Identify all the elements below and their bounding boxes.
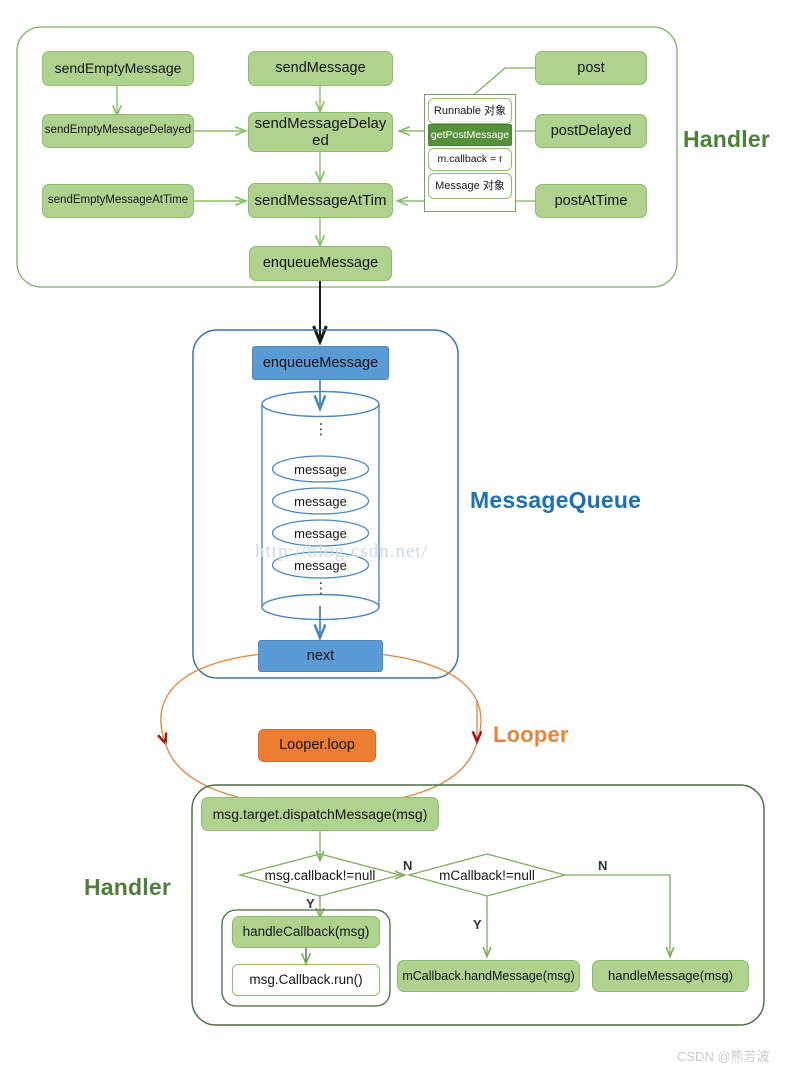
node-send-empty-message-delayed[interactable]: sendEmptyMessageDelayed bbox=[42, 114, 194, 148]
group-label-handler-top: Handler bbox=[683, 126, 770, 153]
branch-text: N bbox=[403, 858, 413, 873]
group-label-handler-bottom: Handler bbox=[84, 874, 171, 901]
queue-message-1[interactable]: message bbox=[272, 489, 369, 514]
message-label: message bbox=[294, 462, 347, 477]
node-label: Looper.loop bbox=[279, 737, 355, 754]
watermark-text: http://blog.csdn.net/ bbox=[255, 541, 428, 562]
group-label-text: MessageQueue bbox=[470, 487, 642, 513]
group-label-text: Looper bbox=[493, 722, 569, 747]
node-label: msg.target.dispatchMessage(msg) bbox=[212, 805, 428, 822]
stack-item-label: Runnable 对象 bbox=[433, 104, 507, 117]
decision-label: mCallback!=null bbox=[439, 867, 535, 883]
group-label-messagequeue: MessageQueue bbox=[470, 487, 641, 514]
node-label: sendMessage bbox=[275, 60, 366, 77]
stack-item-label: getPostMessage bbox=[430, 128, 510, 141]
node-post[interactable]: post bbox=[535, 51, 647, 85]
node-label: enqueueMessage bbox=[262, 354, 379, 371]
node-label: mCallback.handMessage(msg) bbox=[402, 968, 575, 983]
message-label: message bbox=[294, 526, 347, 541]
node-label: sendMessageDelayed bbox=[254, 114, 387, 149]
queue-ellipsis-top: ⋮ bbox=[311, 422, 331, 437]
runnable-stack-item-m-callback[interactable]: m.callback = r bbox=[428, 148, 512, 171]
node-label: sendEmptyMessage bbox=[54, 60, 182, 77]
node-label: sendMessageAtTim bbox=[254, 191, 387, 209]
node-mcallback-handmessage[interactable]: mCallback.handMessage(msg) bbox=[397, 960, 580, 992]
group-label-looper: Looper bbox=[493, 722, 569, 748]
node-send-message-delayed[interactable]: sendMessageDelayed bbox=[248, 112, 393, 152]
node-label: handleCallback(msg) bbox=[242, 924, 370, 940]
message-label: message bbox=[294, 558, 347, 573]
node-msg-callback-run[interactable]: msg.Callback.run() bbox=[232, 964, 380, 996]
group-label-text: Handler bbox=[683, 126, 771, 152]
ellipsis-text: ⋮ bbox=[313, 421, 329, 438]
ellipsis-text: ⋮ bbox=[313, 580, 329, 597]
decision-msg-callback-not-null[interactable]: msg.callback!=null bbox=[243, 863, 397, 887]
node-post-delayed[interactable]: postDelayed bbox=[535, 114, 647, 148]
credit-watermark: CSDN @熊芳波 bbox=[677, 1046, 770, 1065]
branch-text: Y bbox=[473, 917, 482, 932]
node-label: post bbox=[577, 59, 605, 76]
branch-label-d1-no: N bbox=[403, 858, 412, 873]
branch-text: Y bbox=[306, 896, 315, 911]
runnable-stack-item-message-object[interactable]: Message 对象 bbox=[428, 173, 512, 199]
message-label: message bbox=[294, 494, 347, 509]
queue-message-0[interactable]: message bbox=[272, 457, 369, 482]
stack-item-label: Message 对象 bbox=[435, 179, 505, 192]
runnable-stack-item-get-post-message[interactable]: getPostMessage bbox=[428, 124, 512, 146]
node-dispatch-message[interactable]: msg.target.dispatchMessage(msg) bbox=[201, 797, 439, 831]
branch-text: N bbox=[598, 858, 608, 873]
node-enqueue-message-queue[interactable]: enqueueMessage bbox=[252, 346, 389, 380]
node-label: msg.Callback.run() bbox=[249, 972, 363, 988]
runnable-stack-item-runnable-object[interactable]: Runnable 对象 bbox=[428, 98, 512, 124]
decision-label: msg.callback!=null bbox=[264, 867, 376, 883]
node-label: sendEmptyMessageDelayed bbox=[44, 124, 192, 137]
node-label: sendEmptyMessageAtTime bbox=[47, 194, 189, 207]
node-post-at-time[interactable]: postAtTime bbox=[535, 184, 647, 218]
group-label-text: Handler bbox=[84, 874, 172, 900]
queue-message-3[interactable]: message bbox=[272, 553, 369, 578]
watermark-url: http://blog.csdn.net/ bbox=[255, 541, 428, 563]
node-label: postDelayed bbox=[550, 122, 632, 139]
node-looper-loop[interactable]: Looper.loop bbox=[258, 729, 376, 762]
stack-item-label: m.callback = r bbox=[437, 153, 503, 166]
queue-message-2[interactable]: message bbox=[272, 521, 369, 546]
credit-text: CSDN @熊芳波 bbox=[677, 1049, 770, 1064]
node-label: next bbox=[306, 647, 335, 664]
node-send-message-at-time[interactable]: sendMessageAtTim bbox=[248, 183, 393, 218]
node-label: postAtTime bbox=[554, 192, 628, 209]
node-enqueue-message-handler[interactable]: enqueueMessage bbox=[249, 246, 392, 281]
decision-mcallback-not-null[interactable]: mCallback!=null bbox=[412, 863, 562, 887]
branch-label-d2-yes: Y bbox=[473, 917, 482, 932]
node-send-empty-message[interactable]: sendEmptyMessage bbox=[42, 51, 194, 86]
node-send-empty-message-at-time[interactable]: sendEmptyMessageAtTime bbox=[42, 184, 194, 218]
node-send-message[interactable]: sendMessage bbox=[248, 51, 393, 86]
node-next[interactable]: next bbox=[258, 640, 383, 672]
node-handle-message[interactable]: handleMessage(msg) bbox=[592, 960, 749, 992]
branch-label-d2-no: N bbox=[598, 858, 607, 873]
branch-label-d1-yes: Y bbox=[306, 896, 315, 911]
node-label: handleMessage(msg) bbox=[607, 967, 733, 983]
node-label: enqueueMessage bbox=[262, 255, 379, 272]
queue-ellipsis-bottom: ⋮ bbox=[311, 581, 331, 596]
node-handle-callback[interactable]: handleCallback(msg) bbox=[232, 916, 380, 948]
